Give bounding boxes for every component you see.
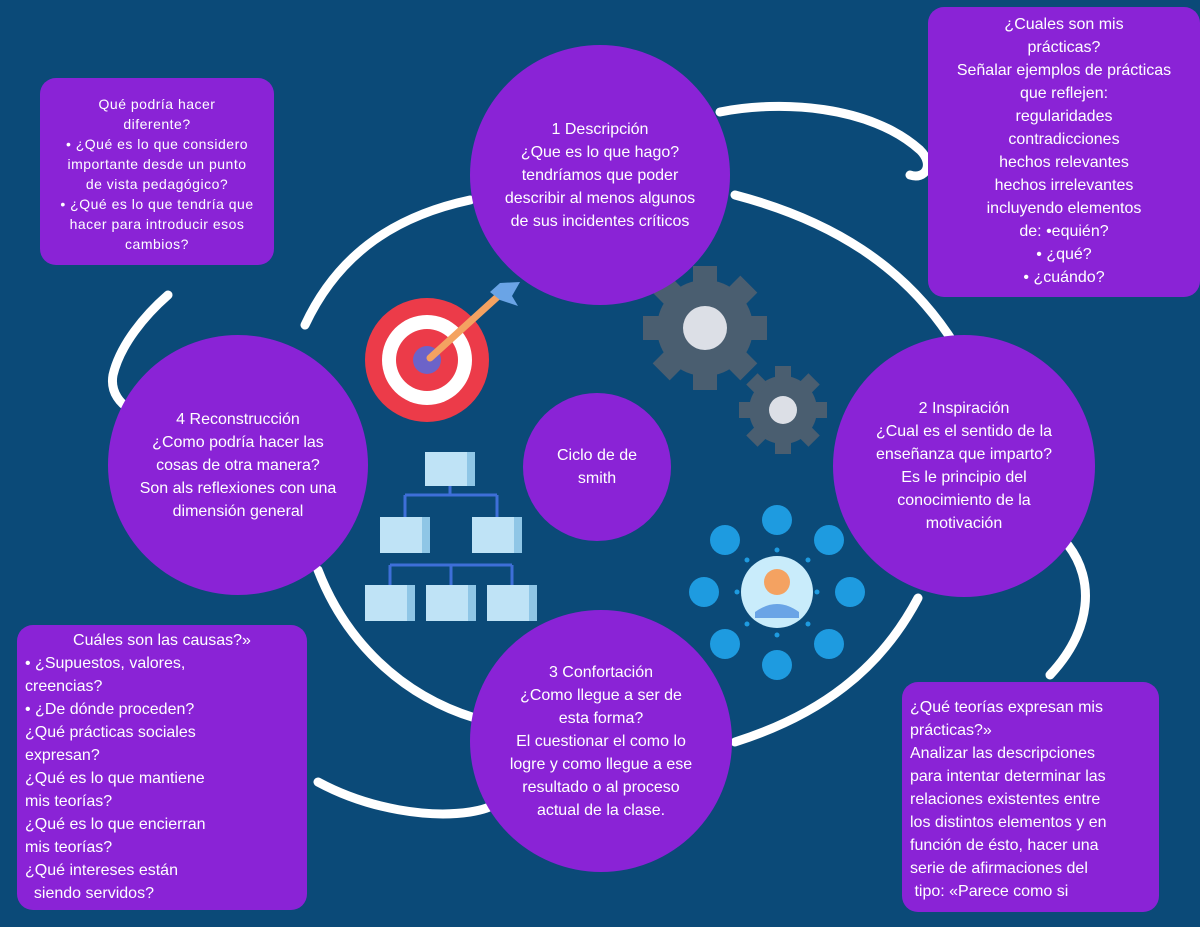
swoosh-right bbox=[1045, 540, 1090, 680]
note-line: cambios? bbox=[125, 236, 189, 252]
step-2-text: 2 Inspiración ¿Cual es el sentido de la … bbox=[876, 397, 1052, 535]
note-line: hechos irrelevantes bbox=[994, 177, 1134, 194]
note-line: ¿Qué prácticas sociales bbox=[25, 724, 196, 741]
arc-top-right bbox=[730, 190, 960, 350]
note-line: expresan? bbox=[25, 747, 100, 764]
swoosh-left bbox=[107, 290, 173, 417]
step-4-line: Son als reflexiones con una bbox=[139, 479, 337, 497]
step-1-line: tendríamos que poder bbox=[521, 166, 679, 184]
note-bottom-left: Cuáles son las causas?» • ¿Supuestos, va… bbox=[17, 625, 307, 910]
note-line: prácticas? bbox=[1027, 39, 1101, 56]
note-line: • ¿Qué es lo que considero bbox=[65, 136, 249, 152]
note-line: hacer para introducir esos bbox=[69, 216, 245, 232]
note-line: serie de afirmaciones del bbox=[910, 860, 1088, 877]
step-2-line: motivación bbox=[925, 515, 1003, 532]
step-4-text: 4 Reconstrucción ¿Como podría hacer las … bbox=[140, 408, 337, 523]
note-top-left: Qué podría hacer diferente? • ¿Qué es lo… bbox=[40, 78, 274, 265]
target-icon bbox=[365, 282, 520, 422]
step-1-line: ¿Que es lo que hago? bbox=[520, 143, 680, 161]
note-line: mis teorías? bbox=[25, 839, 113, 856]
note-line: • ¿cuándo? bbox=[1023, 269, 1105, 286]
step-3-confortacion: 3 Confortación ¿Como llegue a ser de est… bbox=[470, 610, 732, 872]
note-line: incluyendo elementos bbox=[986, 200, 1142, 217]
arc-right bbox=[730, 593, 923, 747]
note-line: de vista pedagógico? bbox=[85, 176, 229, 192]
step-2-line: conocimiento de la bbox=[897, 492, 1031, 509]
note-line: ¿Qué intereses están bbox=[25, 862, 178, 879]
step-2-inspiracion: 2 Inspiración ¿Cual es el sentido de la … bbox=[833, 335, 1095, 597]
note-line: regularidades bbox=[1015, 108, 1113, 125]
step-3-title: 3 Confortación bbox=[548, 663, 654, 681]
step-1-descripcion: 1 Descripción ¿Que es lo que hago? tendr… bbox=[470, 45, 730, 305]
user-network-icon bbox=[689, 505, 865, 680]
gears-icon bbox=[643, 266, 827, 454]
note-line: • ¿De dónde proceden? bbox=[25, 701, 195, 718]
step-3-line: esta forma? bbox=[558, 709, 644, 727]
step-2-title: 2 Inspiración bbox=[918, 400, 1010, 417]
step-4-line: cosas de otra manera? bbox=[156, 456, 320, 474]
note-line: de: •equién? bbox=[1019, 223, 1109, 240]
center-line: Ciclo de de bbox=[556, 447, 638, 464]
note-line: • ¿qué? bbox=[1036, 246, 1092, 263]
step-1-line: describir al menos algunos bbox=[504, 189, 696, 207]
center-label: Ciclo de de smith bbox=[557, 444, 637, 490]
note-line: ¿Qué es lo que encierran bbox=[25, 816, 206, 833]
step-3-line: ¿Como llegue a ser de bbox=[520, 686, 682, 704]
note-line: Analizar las descripciones bbox=[910, 745, 1095, 762]
step-3-text: 3 Confortación ¿Como llegue a ser de est… bbox=[510, 661, 692, 822]
note-line: hechos relevantes bbox=[999, 154, 1129, 171]
step-2-line: Es le principio del bbox=[901, 469, 1027, 486]
cycle-arcs bbox=[107, 101, 1090, 819]
note-line: • ¿Qué es lo que tendría que bbox=[60, 196, 254, 212]
step-4-reconstruccion: 4 Reconstrucción ¿Como podría hacer las … bbox=[108, 335, 368, 595]
step-2-line: enseñanza que imparto? bbox=[875, 446, 1053, 463]
note-line: siendo servidos? bbox=[25, 885, 154, 902]
note-line: relaciones existentes entre bbox=[910, 791, 1101, 808]
note-line: ¿Qué es lo que mantiene bbox=[25, 770, 205, 787]
note-line: los distintos elementos y en bbox=[910, 814, 1107, 831]
step-1-title: 1 Descripción bbox=[551, 120, 649, 138]
center-circle: Ciclo de de smith bbox=[523, 393, 671, 541]
arc-bottom-left bbox=[313, 565, 480, 723]
step-4-line: dimensión general bbox=[172, 502, 304, 520]
swoosh-bottom bbox=[313, 777, 506, 819]
note-line: ¿Qué teorías expresan mis bbox=[910, 699, 1103, 716]
step-1-line: de sus incidentes críticos bbox=[510, 212, 690, 230]
step-3-line: resultado o al proceso bbox=[522, 778, 680, 796]
note-line: • ¿Supuestos, valores, bbox=[25, 655, 186, 672]
center-line: smith bbox=[577, 470, 617, 487]
note-top-right: ¿Cuales son mis prácticas? Señalar ejemp… bbox=[928, 7, 1200, 297]
step-3-line: actual de la clase. bbox=[536, 801, 666, 819]
note-line: Cuáles son las causas?» bbox=[73, 632, 251, 649]
note-line: contradicciones bbox=[1008, 131, 1120, 148]
note-line: diferente? bbox=[123, 116, 191, 132]
note-line: para intentar determinar las bbox=[910, 768, 1106, 785]
arc-top-left bbox=[300, 195, 475, 330]
swoosh-top-right bbox=[715, 101, 932, 181]
step-2-line: ¿Cual es el sentido de la bbox=[875, 423, 1053, 440]
note-line: creencias? bbox=[25, 678, 103, 695]
note-line: que reflejen: bbox=[1019, 85, 1109, 102]
note-line: ¿Cuales son mis bbox=[1004, 16, 1124, 33]
step-3-line: logre y como llegue a ese bbox=[509, 755, 693, 773]
note-line: mis teorías? bbox=[25, 793, 113, 810]
note-line: prácticas?» bbox=[910, 722, 992, 739]
note-bottom-right: ¿Qué teorías expresan mis prácticas?» An… bbox=[902, 682, 1159, 912]
org-chart-icon bbox=[365, 452, 537, 621]
step-1-text: 1 Descripción ¿Que es lo que hago? tendr… bbox=[505, 118, 695, 233]
note-line: Qué podría hacer bbox=[98, 96, 216, 112]
step-4-line: ¿Como podría hacer las bbox=[152, 433, 324, 451]
step-4-title: 4 Reconstrucción bbox=[176, 410, 300, 428]
note-line: importante desde un punto bbox=[67, 156, 247, 172]
note-line: tipo: «Parece como si bbox=[910, 883, 1069, 900]
note-line: función de ésto, hacer una bbox=[910, 837, 1099, 854]
note-line: Señalar ejemplos de prácticas bbox=[956, 62, 1172, 79]
step-3-line: El cuestionar el como lo bbox=[516, 732, 686, 750]
